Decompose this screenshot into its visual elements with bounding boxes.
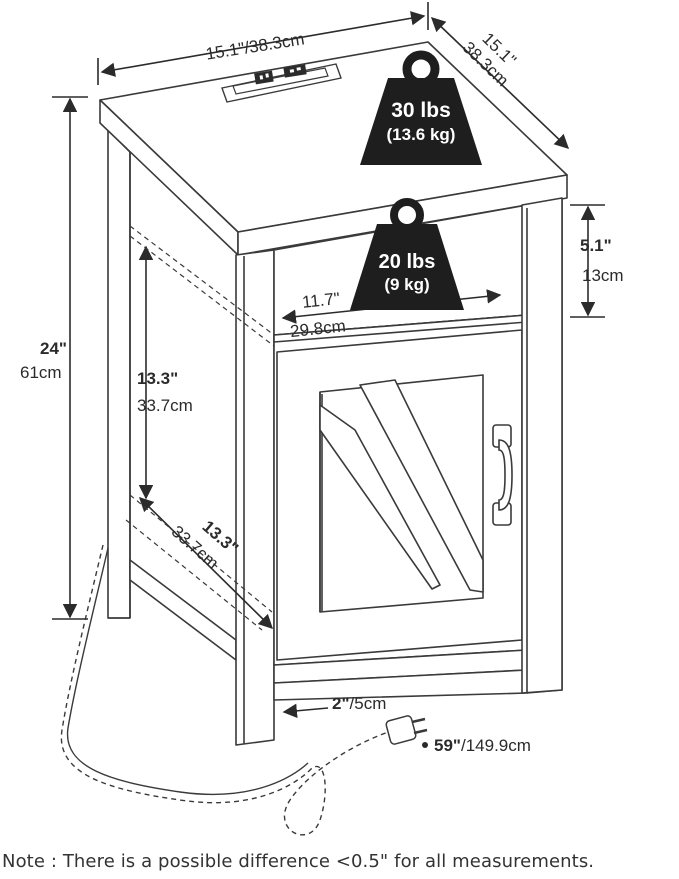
height-cm-label: 61cm (20, 363, 62, 382)
inner-height-in-label: 13.3" (137, 369, 178, 388)
shelf-gap-in-label: 5.1" (580, 236, 612, 255)
plug-icon (385, 715, 428, 748)
dimension-lines (52, 2, 605, 718)
top-weight-icon: 30 lbs (13.6 kg) (360, 50, 482, 165)
table-outline (99, 41, 568, 746)
tabletop-side-edge (237, 174, 568, 256)
cord-length-cm: /149.9cm (461, 736, 531, 755)
top-width-label: 15.1"/38.3cm (204, 29, 305, 63)
back-left-leg (107, 129, 131, 619)
inner-height-cm-label: 33.7cm (137, 396, 193, 415)
top-weight-lbs: 30 lbs (391, 99, 451, 122)
cord-length-label: 59"/149.9cm (434, 736, 531, 755)
power-cord (60, 544, 396, 836)
measurement-note: Note : There is a possible difference <0… (2, 851, 595, 872)
side-bottom-rail (129, 559, 237, 661)
shelf-weight-lbs: 20 lbs (379, 251, 436, 273)
cord-offset-in: 2" (332, 694, 350, 713)
cord-offset-label: 2"/5cm (332, 694, 386, 713)
height-in-label: 24" (40, 339, 67, 358)
shelf-gap-cm-label: 13cm (582, 266, 624, 285)
shelf-width-in-label: 11.7" (301, 289, 341, 312)
cord-length-in: 59" (434, 736, 461, 755)
shelf-weight-kg: (9 kg) (384, 275, 429, 294)
front-left-leg (235, 249, 275, 746)
dashed-guides (125, 225, 275, 631)
front-right-leg (521, 197, 563, 694)
door-brace (359, 379, 484, 593)
shelf-weight-icon: 20 lbs (9 kg) (350, 198, 464, 310)
door-handle-icon (492, 424, 513, 526)
cord-offset-cm: /5cm (350, 694, 387, 713)
top-weight-kg: (13.6 kg) (387, 125, 456, 144)
